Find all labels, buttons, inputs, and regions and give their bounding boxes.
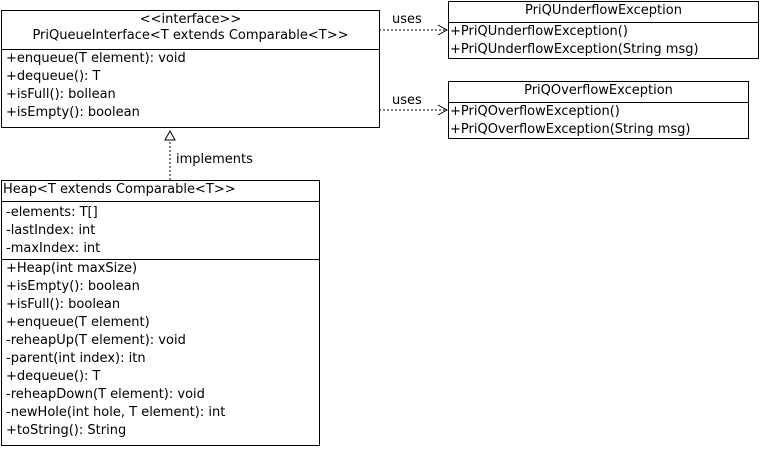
heap-operation: -reheapDown(T element): void [6, 387, 205, 402]
interface-operation: +dequeue(): T [6, 69, 101, 84]
heap-attribute: -lastIndex: int [6, 223, 96, 238]
overflow-operation: +PriQOverflowException(String msg) [450, 122, 691, 137]
heap-operation: +isEmpty(): boolean [6, 279, 140, 294]
uses-overflow-label: uses [392, 93, 422, 108]
heap-operation: -newHole(int hole, T element): int [6, 405, 226, 420]
overflow-exception-header: PriQOverflowException [449, 82, 748, 102]
interface-class-box: <<interface>> PriQueueInterface<T extend… [1, 10, 380, 128]
overflow-exception-operations: +PriQOverflowException() +PriQOverflowEx… [449, 102, 748, 139]
interface-stereotype: <<interface>> [139, 12, 242, 27]
underflow-exception-name: PriQUnderflowException [525, 3, 682, 18]
interface-operation: +isFull(): bollean [6, 87, 116, 102]
underflow-exception-box: PriQUnderflowException +PriQUnderflowExc… [448, 1, 759, 59]
uses-overflow-arrowhead [437, 104, 449, 116]
overflow-exception-box: PriQOverflowException +PriQOverflowExcep… [448, 81, 749, 139]
heap-operation: +toString(): String [6, 423, 127, 438]
implements-label: implements [176, 152, 253, 167]
uses-underflow-arrowhead [437, 24, 449, 36]
underflow-exception-operations: +PriQUnderflowException() +PriQUnderflow… [449, 22, 758, 59]
overflow-exception-name: PriQOverflowException [524, 83, 673, 98]
heap-operation: +isFull(): boolean [6, 297, 121, 312]
interface-operation: +enqueue(T element): void [6, 51, 186, 66]
interface-operation: +isEmpty(): boolean [6, 105, 140, 120]
interface-class-header: <<interface>> PriQueueInterface<T extend… [2, 11, 379, 49]
underflow-exception-header: PriQUnderflowException [449, 2, 758, 22]
underflow-operation: +PriQUnderflowException() [450, 24, 628, 39]
heap-class-name: Heap<T extends Comparable<T>> [3, 182, 236, 197]
underflow-operation: +PriQUnderflowException(String msg) [450, 42, 699, 57]
uses-underflow-label: uses [392, 12, 422, 27]
heap-operation: -reheapUp(T element): void [6, 333, 186, 348]
heap-operation: -parent(int index): itn [6, 351, 146, 366]
heap-operation: +enqueue(T element) [6, 315, 150, 330]
implements-arrowhead [164, 129, 176, 141]
heap-class-header: Heap<T extends Comparable<T>> [2, 181, 319, 201]
heap-operation: +Heap(int maxSize) [6, 261, 138, 276]
heap-operations: +Heap(int maxSize) +isEmpty(): boolean +… [2, 259, 319, 440]
heap-attribute: -elements: T[] [6, 205, 98, 220]
heap-operation: +dequeue(): T [6, 369, 101, 384]
heap-attributes: -elements: T[] -lastIndex: int -maxIndex… [2, 201, 319, 259]
heap-attribute: -maxIndex: int [6, 241, 101, 256]
interface-class-name: PriQueueInterface<T extends Comparable<T… [32, 28, 349, 43]
interface-operations: +enqueue(T element): void +dequeue(): T … [2, 49, 379, 122]
heap-class-box: Heap<T extends Comparable<T>> -elements:… [1, 180, 320, 446]
overflow-operation: +PriQOverflowException() [450, 104, 620, 119]
